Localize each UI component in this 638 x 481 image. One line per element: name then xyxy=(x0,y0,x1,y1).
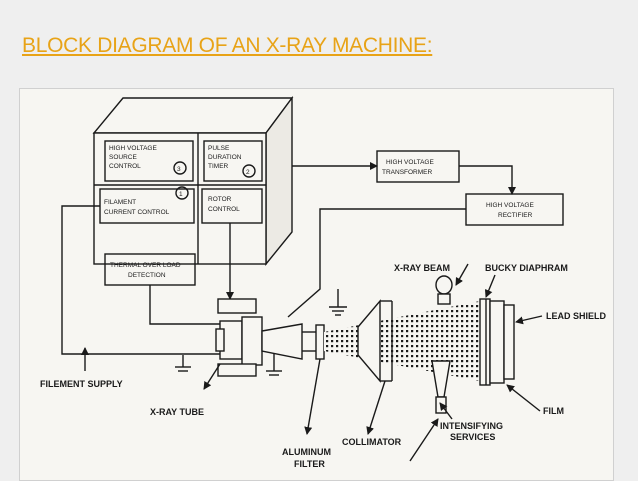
number-3: 3 xyxy=(177,166,181,173)
rotor-control-label: ROTOR xyxy=(208,196,232,203)
intensifying-arrow-2 xyxy=(409,418,439,462)
hv-source-label: CONTROL xyxy=(109,163,141,170)
pulse-timer-label: DURATION xyxy=(208,154,242,161)
number-2: 2 xyxy=(246,169,250,176)
number-1-circle xyxy=(175,186,189,200)
intensifying-label: INTENSIFYING xyxy=(440,421,503,431)
filament-control-label: FILAMENT xyxy=(104,199,136,206)
xray-beam-label: X-RAY BEAM xyxy=(394,263,450,273)
hv-source-control-box xyxy=(104,140,194,182)
hv-source-label: SOURCE xyxy=(109,154,137,161)
aluminum-label: ALUMINUM xyxy=(282,447,331,457)
rotor-control-box xyxy=(201,188,263,224)
xray-beam-arrow xyxy=(455,263,469,286)
bucky-arrow xyxy=(484,274,496,298)
hv-transformer-label: HIGH VOLTAGE xyxy=(386,159,434,166)
lead-shield-arrow xyxy=(515,315,543,325)
pulse-timer-label: TIMER xyxy=(208,163,229,170)
ground-symbol xyxy=(266,351,282,376)
pulse-timer-box xyxy=(203,140,263,182)
collimator-label: COLLIMATOR xyxy=(342,437,402,447)
hv-transformer-label: TRANSFORMER xyxy=(382,169,433,176)
number-1: 1 xyxy=(179,191,183,198)
thermal-label: THERMAL OVER LOAD xyxy=(110,262,181,269)
ground-symbol xyxy=(329,289,347,316)
line-rectifier-tube xyxy=(287,208,466,318)
lead-shield-label: LEAD SHIELD xyxy=(546,311,607,321)
film-label: FILM xyxy=(543,406,564,416)
hv-rectifier-box xyxy=(465,193,564,226)
hv-rectifier-label: RECTIFIER xyxy=(498,212,533,219)
aluminum-filter xyxy=(315,324,325,360)
number-2-circle xyxy=(242,164,256,178)
control-box xyxy=(92,95,294,266)
filter-label: FILTER xyxy=(294,459,325,469)
film-arrow xyxy=(506,384,541,412)
hv-source-label: HIGH VOLTAGE xyxy=(109,145,157,152)
number-3-circle xyxy=(173,161,187,175)
filament-control-label: CURRENT CONTROL xyxy=(104,209,170,216)
pulse-timer-label: PULSE xyxy=(208,145,230,152)
slide-title: BLOCK DIAGRAM OF AN X-RAY MACHINE: xyxy=(22,34,433,57)
xray-tube xyxy=(203,298,316,390)
diagram-canvas: HIGH VOLTAGE SOURCE CONTROL 3 PULSE DURA… xyxy=(40,95,607,469)
filament-supply-line xyxy=(61,205,230,355)
collimator-arrow xyxy=(366,380,386,435)
intensifying-arrow xyxy=(439,402,453,420)
rotor-control-label: CONTROL xyxy=(208,206,240,213)
hv-transformer-box xyxy=(376,150,460,183)
xray-block-diagram: HIGH VOLTAGE SOURCE CONTROL 3 PULSE DURA… xyxy=(19,88,614,481)
film-stack xyxy=(479,298,515,386)
thermal-label: DETECTION xyxy=(128,272,166,279)
xray-beam xyxy=(324,301,480,381)
ground-symbol xyxy=(175,355,191,372)
filement-supply-label: FILEMENT SUPPLY xyxy=(40,379,123,389)
aluminum-filter-arrow xyxy=(304,358,321,435)
hv-rectifier-label: HIGH VOLTAGE xyxy=(486,202,534,209)
collimator xyxy=(357,299,381,383)
intensifying-label: SERVICES xyxy=(450,432,495,442)
xray-tube-label: X-RAY TUBE xyxy=(150,407,204,417)
thermal-line xyxy=(149,285,220,325)
bucky-diaphram-label: BUCKY DIAPHRAM xyxy=(485,263,568,273)
line-transformer-rectifier xyxy=(459,165,516,195)
